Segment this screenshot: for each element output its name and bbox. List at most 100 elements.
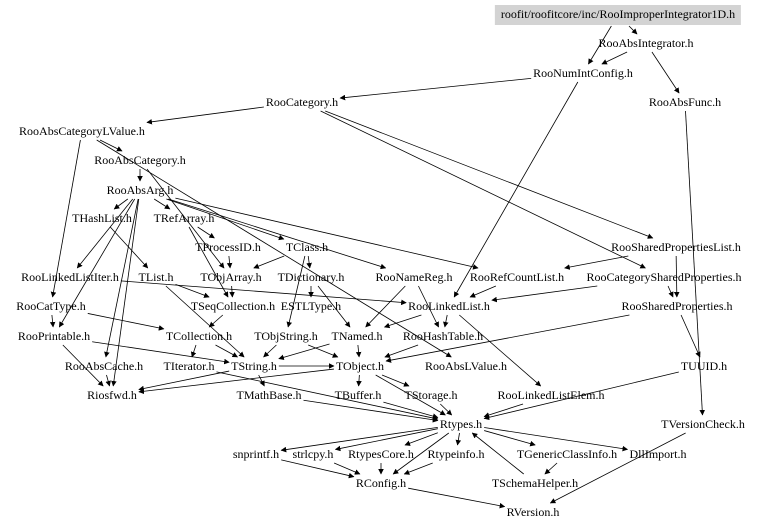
node-TList[interactable]: TList.h (138, 270, 174, 284)
edge-THashList-to-TList (109, 226, 149, 269)
edge-RooLinkedListIter-to-RooLinkedList (120, 280, 407, 306)
edge-TNamed-to-TObject (355, 344, 362, 358)
edge-TObjString-to-TString (263, 344, 277, 358)
edge-TSchemaHelper-to-Rtypes (471, 432, 524, 475)
edge-TRefArray-to-TProcessID (197, 226, 215, 239)
node-TDictionary[interactable]: TDictionary.h (277, 270, 345, 284)
edge-RooCategory-to-RooAbsCategoryLValue (146, 106, 264, 125)
edge-TList-to-TSeqCollection (175, 283, 210, 298)
node-RooPrintable[interactable]: RooPrintable.h (17, 329, 91, 343)
edge-RooRefCountList-to-RooLinkedList (469, 285, 497, 298)
edge-RooAbsArg-to-RooPrintable (58, 198, 136, 328)
node-RooHashTable[interactable]: RooHashTable.h (402, 329, 484, 343)
edge-RooSharedPropertiesList-to-RooRefCountList (564, 255, 629, 270)
node-TNamed[interactable]: TNamed.h (331, 329, 383, 343)
node-strlcpy[interactable]: strlcpy.h (292, 447, 334, 461)
node-THashList[interactable]: THashList.h (72, 211, 132, 225)
node-RooAbsCategoryLValue[interactable]: RooAbsCategoryLValue.h (19, 124, 145, 138)
edge-TObjString-to-TObject (308, 344, 339, 358)
edge-TVersionCheck-to-RVersion (549, 432, 686, 504)
node-RooNameReg[interactable]: RooNameReg.h (375, 270, 453, 284)
node-TMathBase[interactable]: TMathBase.h (236, 388, 302, 402)
node-RooLinkedListIter[interactable]: RooLinkedListIter.h (21, 270, 119, 284)
edge-RooLinkedListElem-to-Rtypes (483, 403, 524, 418)
edge-strlcpy-to-RConfig (333, 462, 361, 475)
node-ESTLType[interactable]: ESTLType.h (280, 299, 342, 313)
edge-RooAbsArg-to-THashList (113, 198, 129, 210)
edge-Rtypes-to-DllImport (484, 427, 629, 452)
node-snprintf[interactable]: snprintf.h (232, 447, 280, 461)
node-TObjArray[interactable]: TObjArray.h (200, 270, 262, 284)
node-TSchemaHelper[interactable]: TSchemaHelper.h (491, 476, 579, 490)
edge-RooAbsFunc-to-TVersionCheck (685, 110, 706, 416)
edge-RooPrintable-to-Riosfwd (62, 344, 104, 387)
node-TString[interactable]: TString.h (231, 359, 277, 373)
node-TRefArray[interactable]: TRefArray.h (153, 211, 215, 225)
edge-Rtypes-to-snprintf (280, 426, 438, 453)
node-RooAbsArg[interactable]: RooAbsArg.h (106, 183, 174, 197)
node-TCollection[interactable]: TCollection.h (165, 329, 233, 343)
edge-RooSharedProperties-to-TObject (385, 314, 630, 363)
node-TObject[interactable]: TObject.h (335, 359, 385, 373)
edge-snprintf-to-RConfig (281, 459, 355, 479)
edge-RooAbsIntegrator-to-RooNumIntConfig (601, 51, 628, 65)
node-RtypesCore[interactable]: RtypesCore.h (348, 447, 414, 461)
node-TGenericClassInfo[interactable]: TGenericClassInfo.h (516, 447, 618, 461)
edge-RooAbsArg-to-RooLinkedListIter (76, 198, 134, 269)
edge-TNamed-to-TString (278, 343, 330, 361)
edge-RooAbsArg-to-RooNameReg (168, 198, 387, 270)
edge-TStorage-to-Rtypes (440, 403, 453, 416)
node-RooCatType[interactable]: RooCatType.h (16, 299, 86, 313)
edge-TSeqCollection-to-TCollection (208, 314, 224, 328)
edge-TBuffer-to-Rtypes (383, 401, 439, 419)
node-TProcessID[interactable]: TProcessID.h (195, 240, 261, 254)
node-root[interactable]: roofit/roofitcore/inc/RooImproperIntegra… (494, 5, 742, 25)
edge-TList-to-TString (165, 285, 245, 358)
edge-TDictionary-to-TNamed (317, 285, 351, 328)
node-RooAbsLValue[interactable]: RooAbsLValue.h (425, 359, 507, 373)
node-RooAbsIntegrator[interactable]: RooAbsIntegrator.h (598, 36, 694, 50)
node-RooLinkedListElem[interactable]: RooLinkedListElem.h (497, 388, 605, 402)
edge-TCollection-to-TIterator (190, 344, 197, 358)
node-RooRefCountList[interactable]: RooRefCountList.h (469, 270, 565, 284)
node-Riosfwd[interactable]: Riosfwd.h (87, 388, 137, 402)
node-TUUID[interactable]: TUUID.h (680, 359, 728, 373)
edge-Rtypes-to-strlcpy (334, 428, 438, 452)
node-TClass[interactable]: TClass.h (285, 240, 329, 254)
node-RConfig[interactable]: RConfig.h (355, 476, 407, 490)
edge-RooAbsCategoryLValue-to-RooAbsCategory (99, 139, 123, 152)
edge-RooNameReg-to-RooHashTable (418, 285, 439, 328)
edge-RooNameReg-to-TNamed (365, 285, 406, 328)
edge-Rtypes-to-TGenericClassInfo (484, 430, 536, 447)
edge-RooAbsArg-to-RooAbsCache (104, 198, 139, 358)
edge-RooCategory-to-RooSharedPropertiesList (325, 110, 654, 239)
edge-RooAbsArg-to-Riosfwd (111, 198, 140, 387)
edge-RooLinkedList-to-RooLinkedListElem (459, 314, 542, 387)
edge-RooCatType-to-RooPrintable (49, 314, 56, 328)
node-TSeqCollection[interactable]: TSeqCollection.h (190, 299, 276, 313)
node-Rtypes[interactable]: Rtypes.h (439, 417, 483, 431)
node-RooAbsFunc[interactable]: RooAbsFunc.h (648, 95, 722, 109)
node-RooAbsCache[interactable]: RooAbsCache.h (64, 359, 144, 373)
node-TIterator[interactable]: TIterator.h (163, 359, 215, 373)
node-TObjString[interactable]: TObjString.h (254, 329, 318, 343)
node-RooSharedPropertiesList[interactable]: RooSharedPropertiesList.h (611, 240, 741, 254)
edge-root-to-RooNumIntConfig (588, 25, 612, 65)
node-RooCategory[interactable]: RooCategory.h (265, 95, 339, 109)
node-TBuffer[interactable]: TBuffer.h (334, 388, 382, 402)
node-RooAbsCategory[interactable]: RooAbsCategory.h (94, 153, 186, 167)
node-RooLinkedList[interactable]: RooLinkedList.h (408, 299, 490, 313)
edge-RooSharedProperties-to-TUUID (680, 314, 701, 358)
node-DllImport[interactable]: DllImport.h (629, 447, 687, 461)
edge-RooCategory-to-RooCategorySharedProperties (320, 110, 646, 269)
node-RVersion[interactable]: RVersion.h (506, 505, 560, 519)
node-TStorage[interactable]: TStorage.h (404, 388, 458, 402)
node-Rtypeinfo[interactable]: Rtypeinfo.h (427, 447, 485, 461)
edge-TRefArray-to-TSeqCollection (188, 226, 229, 298)
node-RooCategorySharedProperties[interactable]: RooCategorySharedProperties.h (586, 270, 742, 284)
edge-RooAbsCategoryLValue-to-RooCatType (50, 139, 81, 298)
node-RooSharedProperties[interactable]: RooSharedProperties.h (621, 299, 733, 313)
node-RooNumIntConfig[interactable]: RooNumIntConfig.h (533, 66, 633, 80)
node-TVersionCheck[interactable]: TVersionCheck.h (661, 417, 745, 431)
